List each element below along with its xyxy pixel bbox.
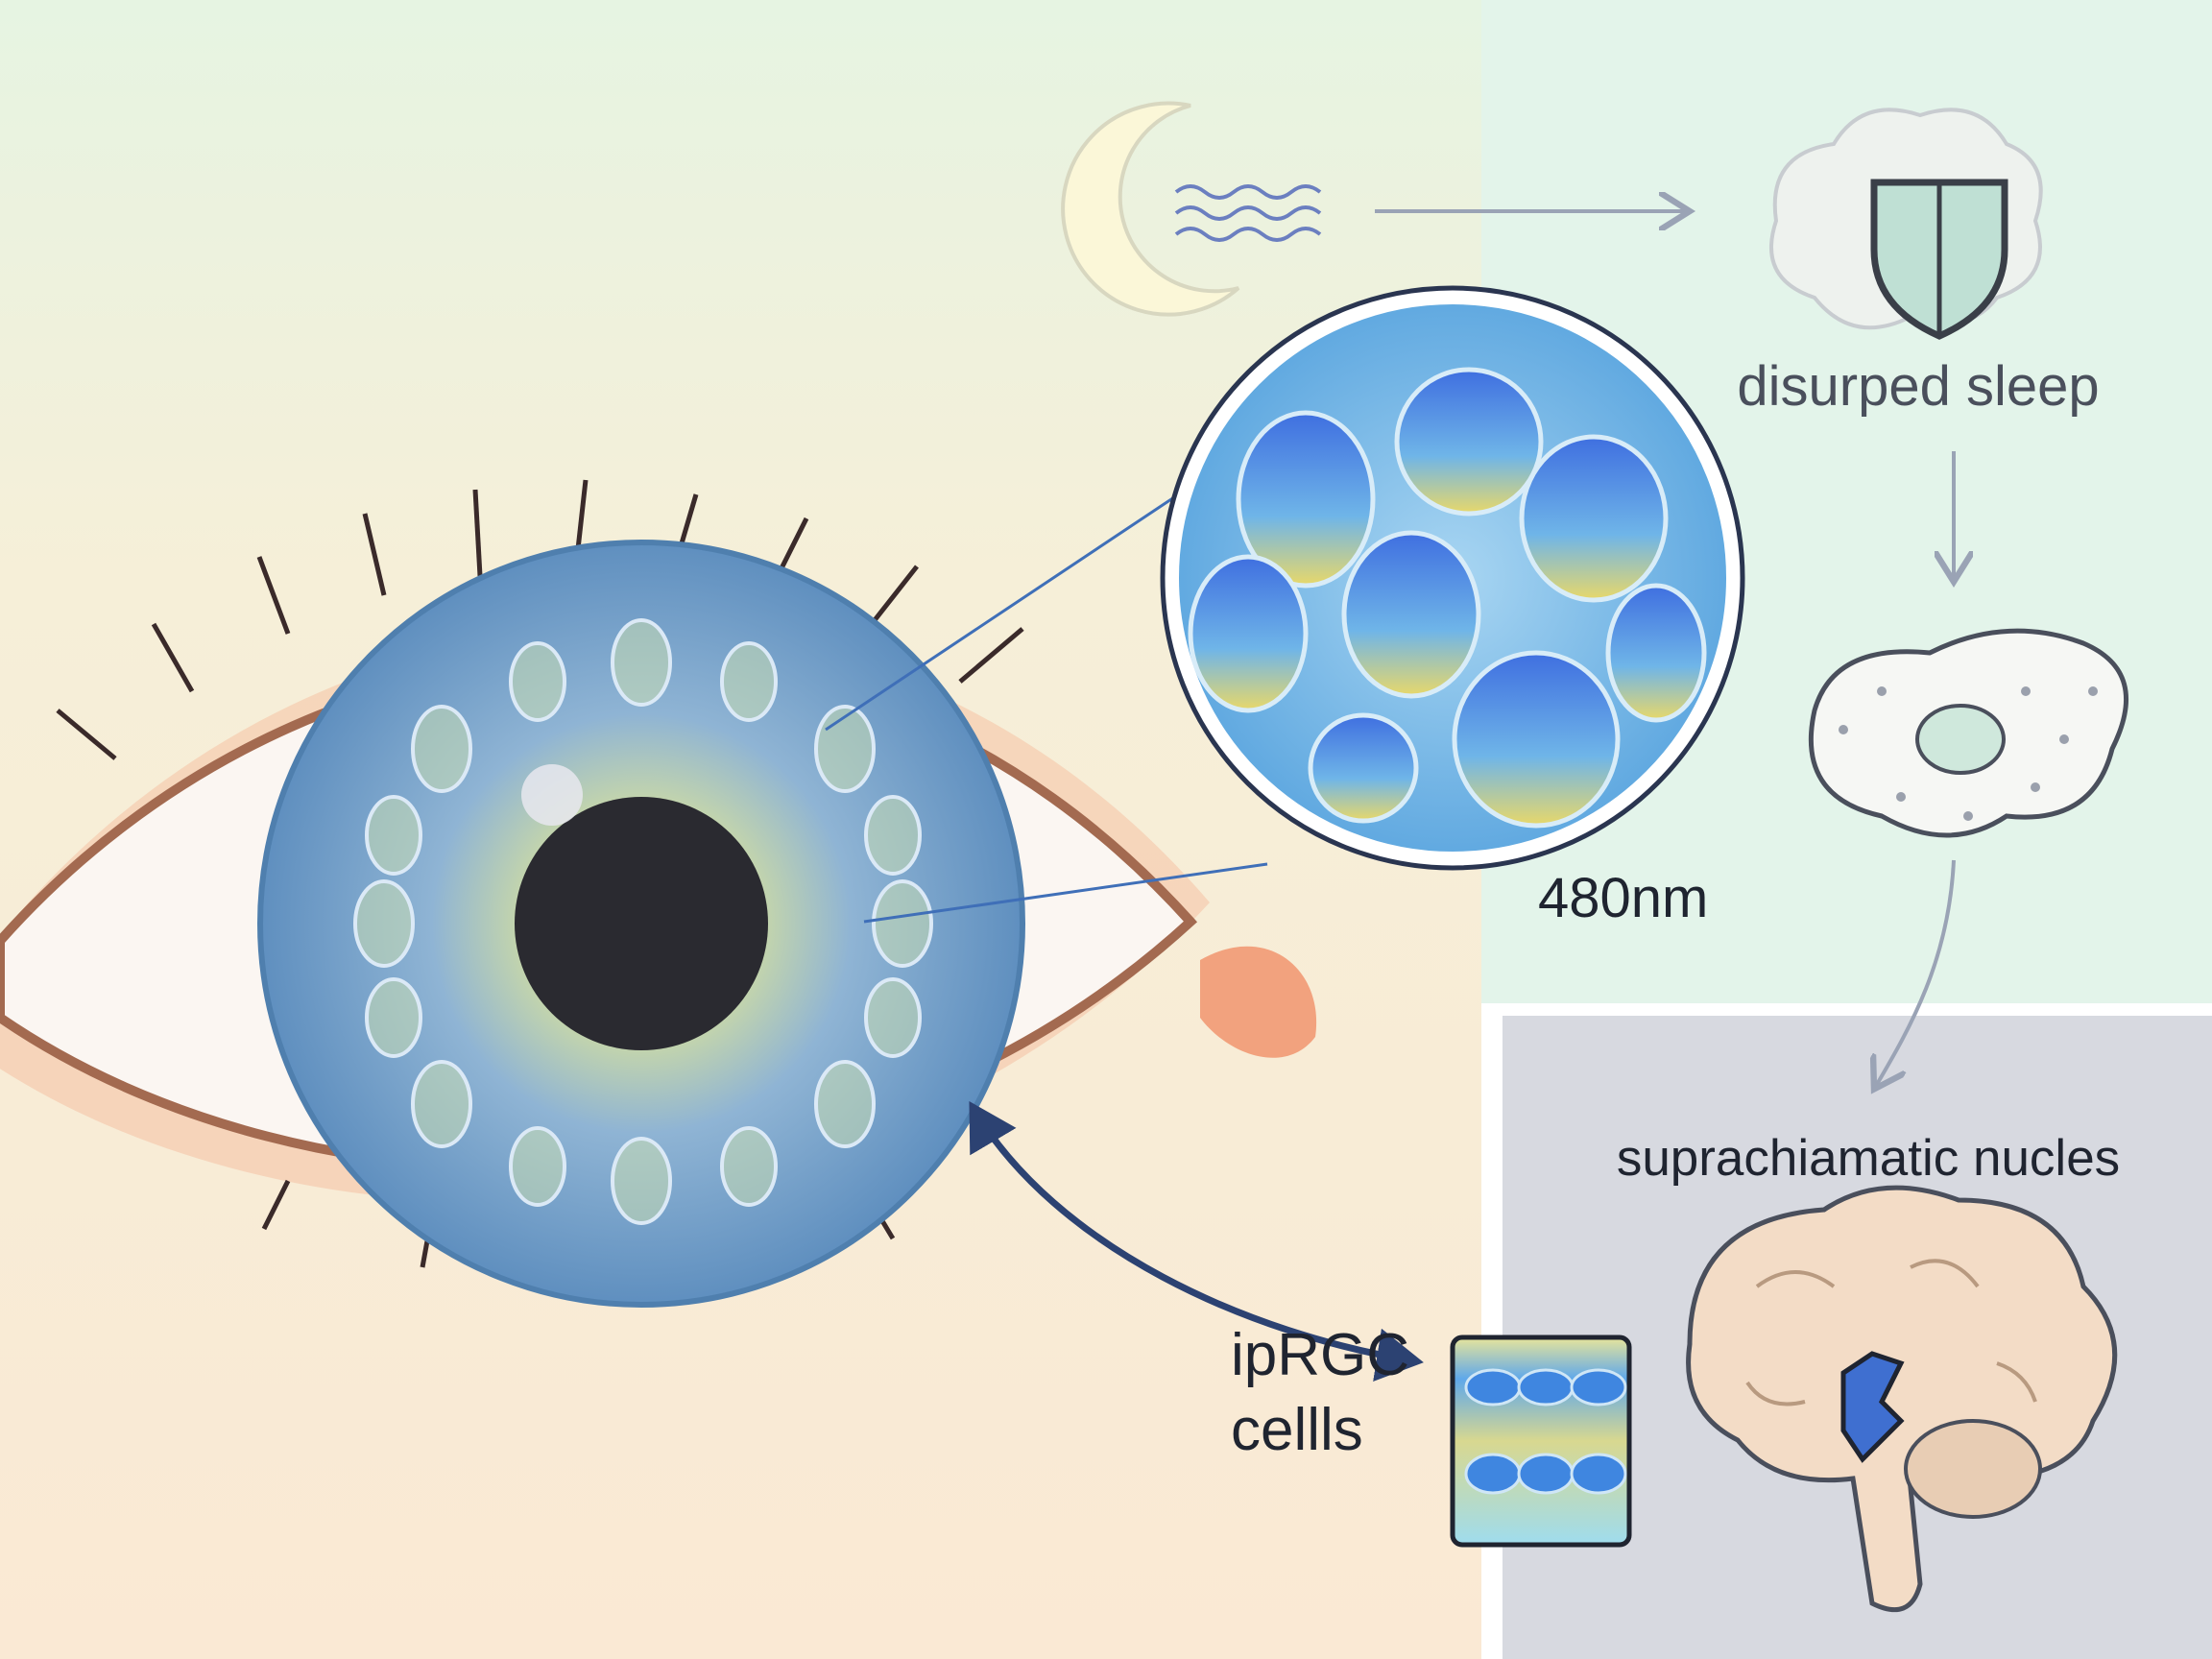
- neuron-cell-icon: [1808, 628, 2128, 838]
- iprgc-label-line2: cellls: [1231, 1397, 1363, 1463]
- pupil: [515, 797, 768, 1050]
- eye-highlight: [521, 764, 583, 826]
- shield-icon: [1769, 108, 2043, 340]
- retina-cells-icon: [1450, 1334, 1632, 1548]
- moon-icon: [1061, 101, 1240, 317]
- brain-icon: [1686, 1185, 2118, 1613]
- disrupted-sleep-label: disurped sleep: [1737, 355, 2099, 418]
- zoom-lines: [825, 459, 1268, 924]
- wavelength-label: 480nm: [1538, 867, 1708, 929]
- waves-icon: [1174, 184, 1322, 242]
- scn-label: suprachiamatic nucles: [1617, 1130, 2120, 1187]
- arrow-curved-down: [1876, 859, 1956, 1086]
- double-arrow: [969, 1100, 1424, 1382]
- eye-illustration: [0, 479, 1317, 1308]
- magnified-photoreceptors: [1160, 285, 1745, 871]
- iprgc-label-line1: ipRGC: [1231, 1322, 1409, 1388]
